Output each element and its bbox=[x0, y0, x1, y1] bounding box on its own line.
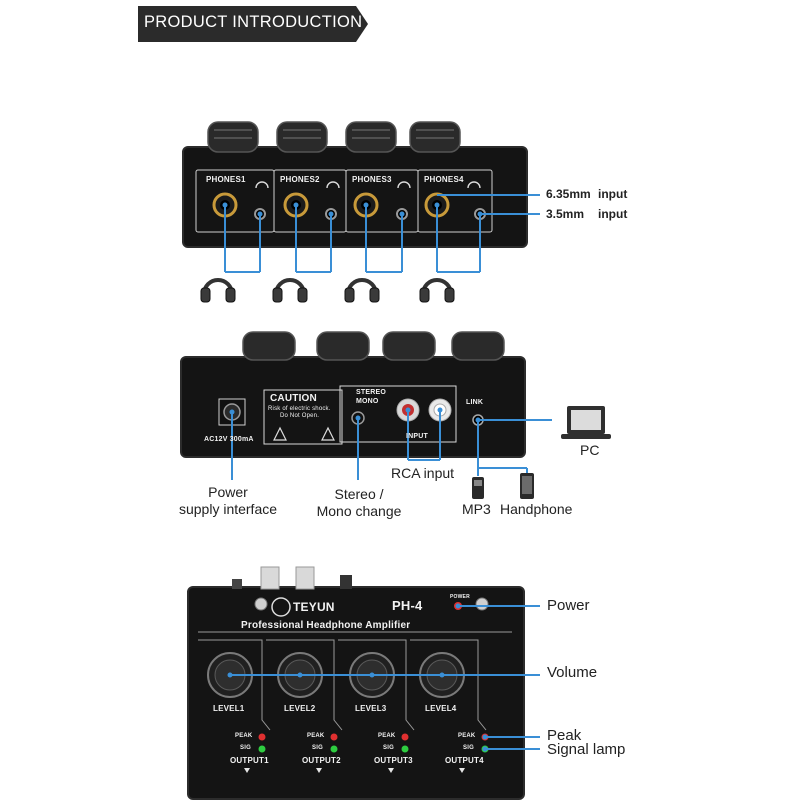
output1-label: OUTPUT1 bbox=[230, 756, 269, 765]
output4-label: OUTPUT4 bbox=[445, 756, 484, 765]
top-panel-device bbox=[182, 146, 528, 248]
rca-input-label: RCA input bbox=[391, 465, 455, 481]
signal-lamp-callout-label: Signal lamp bbox=[547, 741, 626, 758]
peak-label-4: PEAK bbox=[458, 733, 476, 739]
handphone-label: Handphone bbox=[500, 501, 573, 517]
level3-label: LEVEL3 bbox=[355, 704, 387, 713]
sig-label-1: SIG bbox=[240, 745, 251, 751]
mono-switch-label: MONO bbox=[356, 398, 379, 405]
caution-line2: Do Not Open. bbox=[280, 413, 320, 419]
phones1-label: PHONES1 bbox=[206, 175, 246, 184]
phones3-label: PHONES3 bbox=[352, 175, 392, 184]
volume-callout-label: Volume bbox=[547, 664, 598, 681]
stereo-switch-label: STEREO bbox=[356, 389, 386, 396]
caution-title: CAUTION bbox=[270, 393, 317, 404]
peak-label-2: PEAK bbox=[307, 733, 325, 739]
peak-callout-label: Peak bbox=[547, 727, 582, 744]
link-label: LINK bbox=[466, 399, 484, 406]
power-rating-label: AC12V 300mA bbox=[204, 436, 254, 443]
power-supply-label-line1: Power bbox=[208, 484, 248, 500]
power-callout-label: Power bbox=[547, 597, 590, 614]
stereo-mono-label: Stereo / Mono change bbox=[306, 486, 412, 520]
sig-label-3: SIG bbox=[383, 745, 394, 751]
mp3-label: MP3 bbox=[462, 501, 491, 517]
callout-35mm-size: 3.5mm bbox=[546, 207, 585, 221]
level2-label: LEVEL2 bbox=[284, 704, 316, 713]
sig-label-4: SIG bbox=[463, 745, 474, 751]
caution-line1: Risk of electric shock. bbox=[268, 406, 331, 412]
level1-label: LEVEL1 bbox=[213, 704, 245, 713]
power-supply-label-line2: supply interface bbox=[178, 501, 278, 517]
peak-label-3: PEAK bbox=[378, 733, 396, 739]
output2-label: OUTPUT2 bbox=[302, 756, 341, 765]
level4-label: LEVEL4 bbox=[425, 704, 457, 713]
model-name: PH-4 bbox=[392, 598, 423, 613]
stereo-mono-label-line1: Stereo / bbox=[334, 486, 384, 502]
page-banner-title: PRODUCT INTRODUCTION bbox=[144, 13, 363, 31]
stereo-mono-label-line2: Mono change bbox=[316, 503, 402, 519]
callout-635mm-size: 6.35mm bbox=[546, 187, 591, 201]
rca-input-panel-label: INPUT bbox=[406, 433, 428, 440]
peak-label-1: PEAK bbox=[235, 733, 253, 739]
pc-label: PC bbox=[580, 442, 600, 458]
callout-635mm-input: input bbox=[598, 187, 628, 201]
power-led-label: POWER bbox=[450, 594, 470, 600]
callout-35mm-input: input bbox=[598, 207, 628, 221]
phones4-label: PHONES4 bbox=[424, 175, 464, 184]
brand-logo-text: TEYUN bbox=[293, 600, 335, 614]
front-subtitle: Professional Headphone Amplifier bbox=[241, 620, 411, 631]
output3-label: OUTPUT3 bbox=[374, 756, 413, 765]
power-supply-label: Power supply interface bbox=[168, 484, 288, 518]
sig-label-2: SIG bbox=[312, 745, 323, 751]
phones2-label: PHONES2 bbox=[280, 175, 320, 184]
